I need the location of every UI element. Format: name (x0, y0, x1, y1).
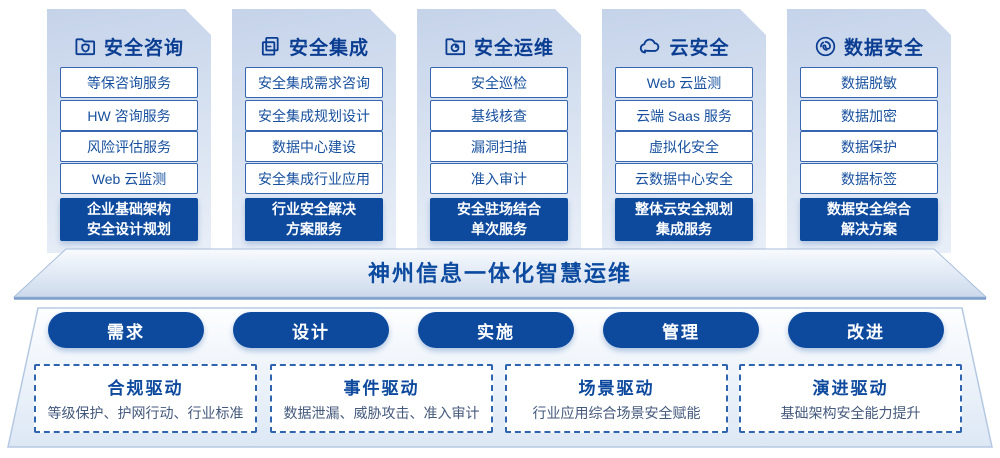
service-item[interactable]: 风险评估服务 (60, 131, 198, 162)
phase-pill-improve[interactable]: 改进 (788, 312, 944, 348)
folder-chart-icon (444, 35, 467, 58)
phase-pill-requirements[interactable]: 需求 (48, 312, 204, 348)
driver-box-scenario: 场景驱动 行业应用综合场景安全赋能 (505, 364, 728, 433)
phase-pill-implement[interactable]: 实施 (418, 312, 574, 348)
card-header: 安全咨询 (47, 31, 211, 61)
card-data-security: 数据安全 数据脱敏 数据加密 数据保护 数据标签 数据安全综合 解决方案 (787, 9, 951, 253)
service-item[interactable]: 虚拟化安全 (615, 131, 753, 162)
solution-banner[interactable]: 安全驻场结合 单次服务 (430, 198, 568, 241)
card-header: 安全集成 (232, 31, 396, 61)
service-item[interactable]: 数据保护 (800, 131, 938, 162)
card-title: 安全咨询 (103, 37, 184, 59)
driver-desc: 行业应用综合场景安全赋能 (532, 405, 701, 421)
service-item[interactable]: 云数据中心安全 (615, 163, 753, 194)
solution-banner[interactable]: 整体云安全规划 集成服务 (615, 198, 753, 241)
driver-box-evolution: 演进驱动 基础架构安全能力提升 (739, 364, 962, 433)
documents-icon (259, 35, 282, 58)
card-header: 云安全 (602, 31, 766, 61)
service-item[interactable]: 等保咨询服务 (60, 67, 198, 98)
card-title: 云安全 (669, 37, 730, 59)
cloud-icon (638, 34, 662, 58)
platform-title: 神州信息一体化智慧运维 (367, 261, 632, 286)
driver-title: 事件驱动 (343, 379, 420, 398)
banner-platform (12, 248, 988, 300)
driver-desc: 数据泄漏、威胁攻击、准入审计 (283, 405, 480, 421)
fingerprint-icon (814, 35, 837, 58)
card-security-consulting: 安全咨询 等保咨询服务 HW 咨询服务 风险评估服务 Web 云监测 企业基础架… (47, 9, 211, 253)
service-item[interactable]: Web 云监测 (60, 163, 198, 194)
service-item[interactable]: Web 云监测 (615, 67, 753, 98)
driver-title: 演进驱动 (812, 379, 889, 398)
driver-box-incident: 事件驱动 数据泄漏、威胁攻击、准入审计 (270, 364, 493, 433)
service-item[interactable]: 安全集成行业应用 (245, 163, 383, 194)
service-item[interactable]: 安全集成规划设计 (245, 100, 383, 131)
driver-title: 场景驱动 (578, 379, 655, 398)
service-item[interactable]: 数据标签 (800, 163, 938, 194)
card-header: 数据安全 (787, 31, 951, 61)
service-item[interactable]: 数据脱敏 (800, 67, 938, 98)
card-title: 数据安全 (843, 37, 924, 59)
service-item[interactable]: HW 咨询服务 (60, 100, 198, 131)
service-item[interactable]: 基线核查 (430, 100, 568, 131)
phase-pill-manage[interactable]: 管理 (603, 312, 759, 348)
service-item[interactable]: 安全集成需求咨询 (245, 67, 383, 98)
solution-banner[interactable]: 数据安全综合 解决方案 (800, 198, 938, 241)
card-header: 安全运维 (417, 31, 581, 61)
service-item[interactable]: 安全巡检 (430, 67, 568, 98)
card-security-operations: 安全运维 安全巡检 基线核查 漏洞扫描 准入审计 安全驻场结合 单次服务 (417, 9, 581, 253)
driver-desc: 基础架构安全能力提升 (780, 405, 921, 421)
card-cloud-security: 云安全 Web 云监测 云端 Saas 服务 虚拟化安全 云数据中心安全 整体云… (602, 9, 766, 253)
card-title: 安全集成 (288, 37, 369, 59)
service-item[interactable]: 数据中心建设 (245, 131, 383, 162)
phase-pill-design[interactable]: 设计 (233, 312, 389, 348)
driver-desc: 等级保护、护网行动、行业标准 (47, 405, 244, 421)
service-item[interactable]: 准入审计 (430, 163, 568, 194)
solution-banner[interactable]: 企业基础架构 安全设计规划 (60, 198, 198, 241)
service-item[interactable]: 数据加密 (800, 100, 938, 131)
service-item[interactable]: 云端 Saas 服务 (615, 100, 753, 131)
driver-box-compliance: 合规驱动 等级保护、护网行动、行业标准 (34, 364, 257, 433)
solution-banner[interactable]: 行业安全解决 方案服务 (245, 198, 383, 241)
card-security-integration: 安全集成 安全集成需求咨询 安全集成规划设计 数据中心建设 安全集成行业应用 行… (232, 9, 396, 253)
service-item[interactable]: 漏洞扫描 (430, 131, 568, 162)
card-title: 安全运维 (473, 37, 554, 59)
driver-title: 合规驱动 (107, 379, 184, 398)
folder-shield-icon (74, 35, 97, 58)
